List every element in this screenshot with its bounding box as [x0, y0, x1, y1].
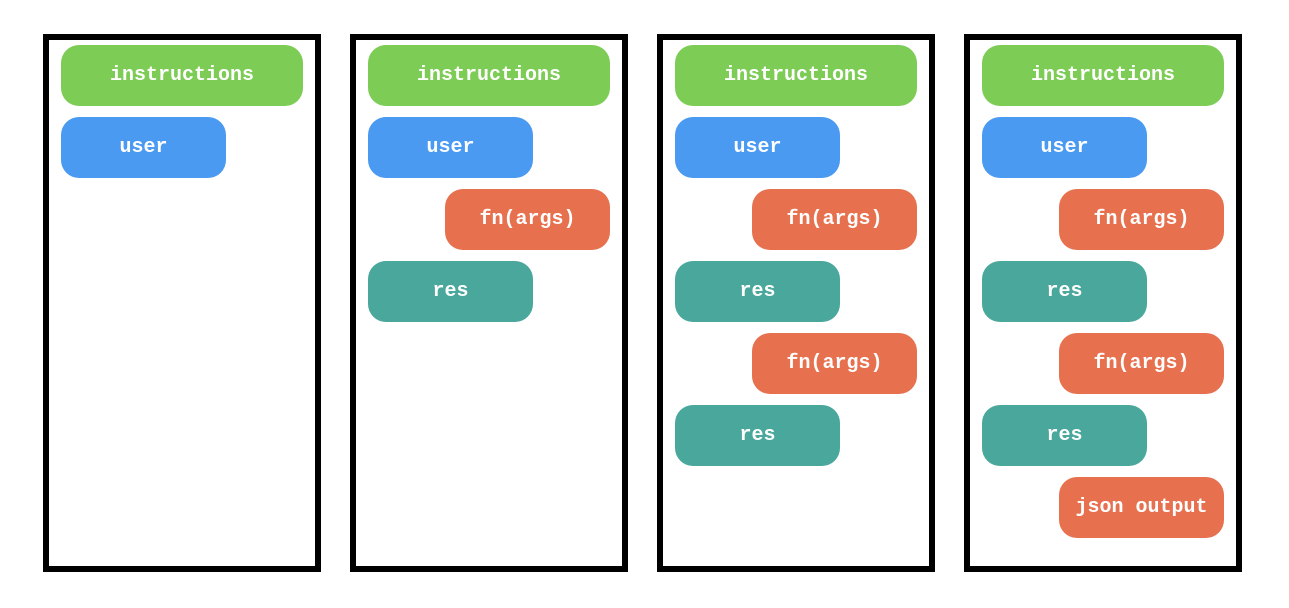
function-result-bubble: res — [982, 261, 1147, 322]
user-message-bubble: user — [61, 117, 226, 178]
function-result-bubble: res — [982, 405, 1147, 466]
instructions-bubble: instructions — [675, 45, 917, 106]
user-message-bubble: user — [368, 117, 533, 178]
conversation-panel-stage-1: instructions user — [43, 34, 321, 572]
function-result-bubble: res — [675, 405, 840, 466]
function-call-bubble: fn(args) — [445, 189, 610, 250]
user-message-bubble: user — [982, 117, 1147, 178]
conversation-panel-stage-2: instructions user fn(args) res — [350, 34, 628, 572]
json-output-bubble: json output — [1059, 477, 1224, 538]
conversation-stages-row: instructions user instructions user fn(a… — [43, 34, 1242, 572]
function-call-bubble: fn(args) — [752, 189, 917, 250]
conversation-panel-stage-4: instructions user fn(args) res fn(args) … — [964, 34, 1242, 572]
function-result-bubble: res — [368, 261, 533, 322]
user-message-bubble: user — [675, 117, 840, 178]
function-result-bubble: res — [675, 261, 840, 322]
instructions-bubble: instructions — [368, 45, 610, 106]
instructions-bubble: instructions — [61, 45, 303, 106]
instructions-bubble: instructions — [982, 45, 1224, 106]
conversation-panel-stage-3: instructions user fn(args) res fn(args) … — [657, 34, 935, 572]
function-call-bubble: fn(args) — [752, 333, 917, 394]
function-call-bubble: fn(args) — [1059, 333, 1224, 394]
function-call-bubble: fn(args) — [1059, 189, 1224, 250]
